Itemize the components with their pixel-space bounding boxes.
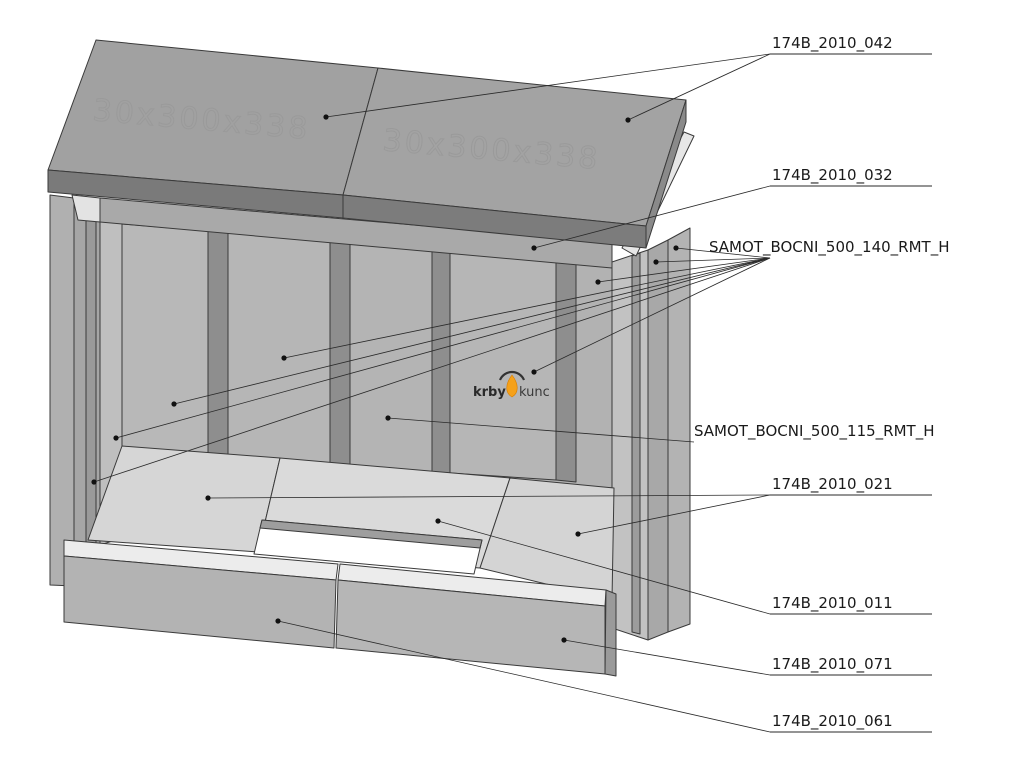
callout-label-032: 174B_2010_032 (772, 166, 893, 185)
callout-label-side-115: SAMOT_BOCNI_500_115_RMT_H (694, 422, 935, 441)
callout-side-115: SAMOT_BOCNI_500_115_RMT_H (694, 422, 935, 441)
callout-side-140: SAMOT_BOCNI_500_140_RMT_H (709, 238, 950, 257)
leader-lines (93, 53, 771, 733)
callout-label-071: 174B_2010_071 (772, 655, 893, 674)
leader-dots (91, 114, 679, 643)
callout-label-061: 174B_2010_061 (772, 712, 893, 731)
flame-icon (506, 374, 518, 398)
callout-label-042: 174B_2010_042 (772, 34, 893, 53)
callout-042: 174B_2010_042 (770, 34, 932, 55)
callout-label-021: 174B_2010_021 (772, 475, 893, 494)
callout-021: 174B_2010_021 (770, 475, 932, 496)
callout-label-011: 174B_2010_011 (772, 594, 893, 613)
top-lid: 30x300x338 30x300x338 (47, 39, 687, 249)
right-side-wall (611, 131, 695, 641)
front-sill-left (63, 539, 339, 649)
callout-071: 174B_2010_071 (770, 655, 932, 676)
callout-061: 174B_2010_061 (770, 712, 932, 733)
front-sill-right (335, 563, 617, 677)
logo-text-right: kunc (519, 385, 550, 400)
callout-011: 174B_2010_011 (770, 594, 932, 615)
krby-kunc-logo: krby kunc (473, 370, 550, 400)
rear-wall (99, 221, 613, 489)
floor-plates (87, 445, 615, 601)
callout-label-side-140: SAMOT_BOCNI_500_140_RMT_H (709, 238, 950, 257)
callout-032: 174B_2010_032 (770, 166, 932, 187)
logo-text-left: krby (473, 385, 506, 400)
